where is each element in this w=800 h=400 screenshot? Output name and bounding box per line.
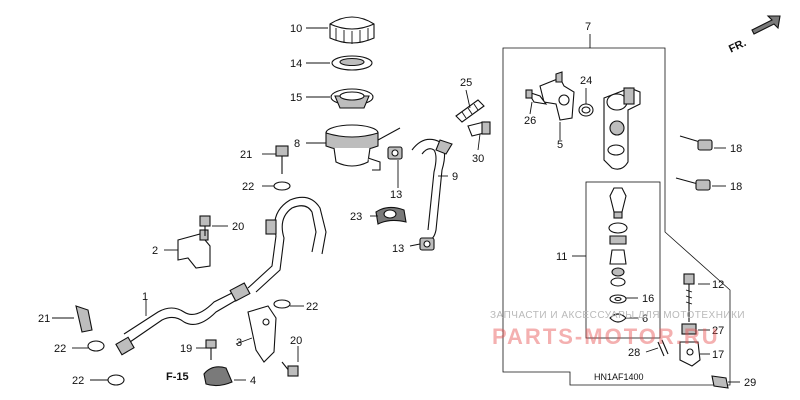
o-ring-24[interactable] (578, 103, 594, 117)
hose-guide-4[interactable] (203, 366, 233, 387)
bolt-21-lower[interactable] (75, 305, 93, 333)
cotter-pin-28[interactable] (657, 339, 669, 357)
label-part-16[interactable]: 16 (642, 293, 654, 305)
label-part-17[interactable]: 17 (712, 349, 724, 361)
label-part-22-left-b[interactable]: 22 (72, 375, 84, 387)
leader-lines (52, 27, 740, 383)
label-part-27[interactable]: 27 (712, 325, 724, 337)
label-part-12[interactable]: 12 (712, 279, 724, 291)
label-part-15[interactable]: 15 (290, 92, 302, 104)
part-number-labels: 10 14 15 8 13 9 23 13 25 30 7 24 26 5 18… (38, 21, 756, 389)
label-part-4[interactable]: 4 (250, 375, 256, 387)
hose-clip-upper[interactable] (387, 146, 403, 160)
label-part-22-upper[interactable]: 22 (242, 181, 254, 193)
bolt-21-upper[interactable] (275, 145, 289, 174)
label-part-11[interactable]: 11 (556, 251, 567, 263)
brake-hose[interactable] (115, 196, 327, 356)
label-part-5[interactable]: 5 (557, 139, 563, 151)
label-part-19[interactable]: 19 (180, 343, 192, 355)
hose-clip-lower[interactable] (419, 237, 435, 251)
label-part-2[interactable]: 2 (152, 245, 158, 257)
reference-f15[interactable]: F-15 (166, 371, 189, 383)
reservoir-bracket[interactable] (375, 206, 407, 225)
front-direction-arrow: FR. (727, 15, 781, 55)
piston-kit-frame (585, 181, 661, 339)
label-part-21-lower[interactable]: 21 (38, 313, 50, 325)
hose-clamp-3[interactable] (247, 305, 277, 363)
label-part-18-lower[interactable]: 18 (730, 181, 742, 193)
reservoir-hose[interactable] (411, 138, 453, 241)
joint-inlet[interactable] (539, 71, 575, 121)
label-part-29[interactable]: 29 (744, 377, 756, 389)
label-part-24[interactable]: 24 (580, 75, 592, 87)
bolt-18-upper[interactable] (679, 135, 713, 151)
watermark-tagline: ЗАПЧАСТИ И АКСЕССУАРЫ ДЛЯ МОТОТЕХНИКИ (490, 310, 745, 321)
label-part-20-upper[interactable]: 20 (232, 221, 244, 233)
washer-22-upper[interactable] (273, 181, 291, 191)
label-part-20-lower[interactable]: 20 (290, 335, 302, 347)
clevis-17[interactable] (679, 341, 701, 367)
master-cylinder-body[interactable] (603, 87, 641, 170)
label-part-23[interactable]: 23 (350, 211, 362, 223)
label-part-22-left-a[interactable]: 22 (54, 343, 66, 355)
label-part-22-mid[interactable]: 22 (306, 301, 318, 313)
pin-29[interactable] (711, 375, 729, 389)
washer-16[interactable] (609, 294, 627, 304)
washer-22-left-a[interactable] (87, 340, 105, 352)
reservoir-diaphragm[interactable] (330, 88, 374, 109)
label-part-14[interactable]: 14 (290, 58, 302, 70)
label-part-9[interactable]: 9 (452, 171, 458, 183)
label-part-28[interactable]: 28 (628, 347, 640, 359)
hose-joint-screw[interactable] (455, 99, 485, 123)
label-part-18-upper[interactable]: 18 (730, 143, 742, 155)
direction-marker: FR. (727, 37, 748, 55)
label-part-10[interactable]: 10 (290, 23, 302, 35)
bolt-20-upper[interactable] (199, 215, 211, 236)
label-part-13-upper[interactable]: 13 (390, 189, 402, 201)
label-part-25[interactable]: 25 (460, 77, 472, 89)
master-cylinder-frame (502, 47, 731, 386)
label-part-26[interactable]: 26 (524, 115, 536, 127)
bolt-20-lower[interactable] (281, 361, 299, 377)
hose-bracket-2[interactable] (177, 229, 211, 269)
label-part-30[interactable]: 30 (472, 153, 484, 165)
piston-kit-parts[interactable] (608, 187, 628, 287)
reservoir-cap[interactable] (329, 16, 375, 44)
nut-27[interactable] (681, 323, 697, 335)
hose-joint-bolt[interactable] (467, 121, 491, 137)
bolt-18-lower[interactable] (675, 177, 711, 191)
washer-22-mid[interactable] (273, 299, 291, 309)
label-part-8[interactable]: 8 (294, 138, 300, 150)
bolt-19[interactable] (205, 339, 217, 360)
diagram-code: HN1AF1400 (594, 372, 644, 382)
screw-26[interactable] (525, 89, 548, 105)
label-part-21-upper[interactable]: 21 (240, 149, 252, 161)
reservoir-diaphragm-plate[interactable] (331, 55, 373, 71)
reservoir-tank[interactable] (325, 124, 401, 171)
label-part-1[interactable]: 1 (142, 291, 148, 303)
label-part-3[interactable]: 3 (236, 337, 242, 349)
label-part-13-lower[interactable]: 13 (392, 243, 404, 255)
pushrod-12[interactable] (683, 273, 695, 322)
washer-22-left-b[interactable] (107, 374, 125, 386)
label-part-6[interactable]: 6 (642, 313, 648, 325)
label-part-7[interactable]: 7 (585, 21, 591, 33)
watermark-brand: PARTS-MOTOR.RU (492, 324, 720, 349)
